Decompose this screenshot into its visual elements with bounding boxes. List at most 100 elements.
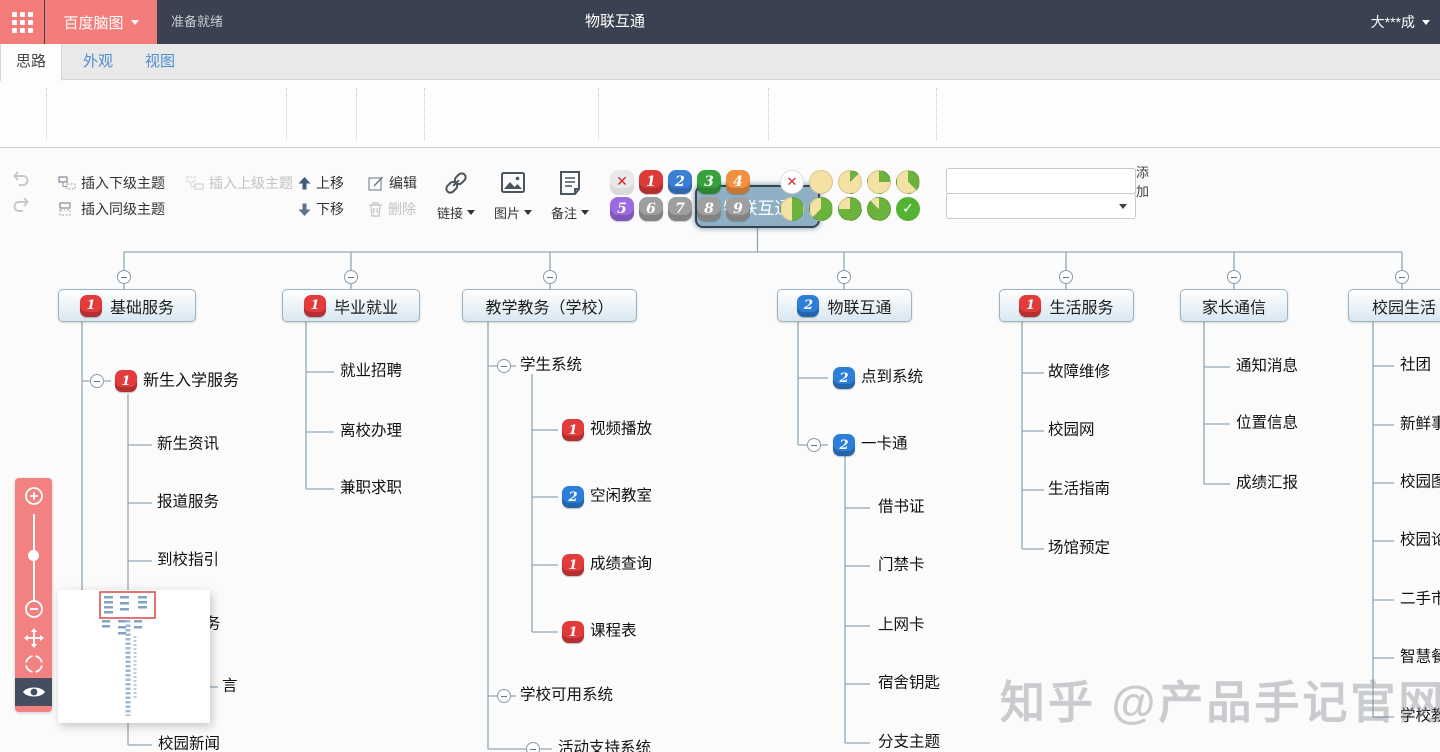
zoom-out-button[interactable] bbox=[15, 599, 52, 619]
progress-6of8-button[interactable] bbox=[838, 197, 862, 221]
priority-4-button[interactable]: 4 bbox=[726, 170, 750, 194]
move-up-button[interactable]: 上移 bbox=[298, 173, 344, 193]
priority-5-button[interactable]: 5 bbox=[610, 197, 634, 221]
collapse-toggle[interactable] bbox=[1395, 270, 1409, 284]
priority-6-button[interactable]: 6 bbox=[639, 197, 663, 221]
add-tag-button[interactable]: 添加 bbox=[1135, 165, 1150, 199]
template-dropdown[interactable] bbox=[946, 193, 1136, 219]
app-grid-button[interactable] bbox=[0, 0, 44, 44]
insert-parent-topic-button[interactable]: 插入上级主题 bbox=[186, 173, 293, 193]
node-shenghuozhinan[interactable]: 生活指南 bbox=[1048, 480, 1111, 498]
priority-9-button[interactable]: 9 bbox=[726, 197, 750, 221]
overview-toggle-button[interactable] bbox=[15, 678, 52, 706]
priority-remove-button[interactable]: ✕ bbox=[610, 170, 634, 194]
collapse-toggle[interactable] bbox=[497, 359, 511, 373]
node-jiaoxuejiaowu[interactable]: 教学教务（学校） bbox=[462, 289, 637, 322]
node-lixiaobanli[interactable]: 离校办理 bbox=[340, 422, 403, 440]
add-tag-input[interactable] bbox=[947, 169, 1135, 193]
node-xuexiaokeyong[interactable]: 学校可用系统 bbox=[520, 686, 614, 704]
minimap-panel[interactable] bbox=[58, 590, 210, 723]
link-button[interactable]: 链接 bbox=[430, 170, 482, 222]
node-xiaoyuanshenghuo[interactable]: 校园生活 bbox=[1348, 289, 1440, 322]
progress-remove-button[interactable]: ✕ bbox=[780, 170, 804, 194]
collapse-toggle[interactable] bbox=[543, 270, 557, 284]
node-baodaofuwu[interactable]: 报道服务 bbox=[157, 493, 220, 511]
mindmap-canvas[interactable] bbox=[0, 148, 1440, 752]
node-kechengbiao[interactable]: 课程表 bbox=[590, 622, 637, 640]
pan-tool-button[interactable] bbox=[15, 627, 52, 649]
tab-idea[interactable]: 思路 bbox=[0, 44, 62, 81]
node-xiaoyuanlun[interactable]: 校园论 bbox=[1400, 531, 1440, 549]
priority-8-button[interactable]: 8 bbox=[697, 197, 721, 221]
tab-appearance[interactable]: 外观 bbox=[82, 53, 113, 70]
progress-1of8-button[interactable] bbox=[838, 170, 862, 194]
node-menjinka[interactable]: 门禁卡 bbox=[878, 556, 925, 574]
node-jiuyezhaopin[interactable]: 就业招聘 bbox=[340, 362, 403, 380]
progress-7of8-button[interactable] bbox=[867, 197, 891, 221]
node-fenzhizhuti[interactable]: 分支主题 bbox=[878, 733, 941, 751]
collapse-toggle[interactable] bbox=[1227, 270, 1241, 284]
insert-sibling-topic-button[interactable]: 插入同级主题 bbox=[58, 199, 165, 219]
collapse-toggle[interactable] bbox=[117, 270, 131, 284]
zoom-slider-thumb[interactable] bbox=[28, 550, 39, 561]
node-jieshuzheng[interactable]: 借书证 bbox=[878, 498, 925, 516]
node-xueshengxitong[interactable]: 学生系统 bbox=[520, 356, 583, 374]
node-sushiyaoshi[interactable]: 宿舍钥匙 bbox=[878, 674, 941, 692]
locate-center-button[interactable] bbox=[15, 653, 52, 675]
user-menu[interactable]: 大***成 bbox=[1371, 0, 1430, 44]
node-xinshengruxue[interactable]: 新生入学服务 bbox=[143, 372, 240, 390]
node-kongxianjiaoshi[interactable]: 空闲教室 bbox=[590, 487, 653, 505]
node-xinshengzixun[interactable]: 新生资讯 bbox=[157, 435, 220, 453]
zoom-in-button[interactable] bbox=[15, 486, 52, 506]
node-shetuan[interactable]: 社团 bbox=[1400, 356, 1432, 374]
image-button[interactable]: 图片 bbox=[487, 170, 539, 222]
node-jianzhiqiuzhi[interactable]: 兼职求职 bbox=[340, 479, 403, 497]
priority-7-button[interactable]: 7 bbox=[668, 197, 692, 221]
node-zhihuican[interactable]: 智慧餐 bbox=[1400, 648, 1440, 666]
node-ershoushi[interactable]: 二手市 bbox=[1400, 590, 1440, 608]
progress-5of8-button[interactable] bbox=[809, 197, 833, 221]
edit-button[interactable]: 编辑 bbox=[368, 173, 417, 193]
node-daoxiaozhiyin[interactable]: 到校指引 bbox=[157, 551, 220, 569]
node-diandaoxitong[interactable]: 点到系统 bbox=[861, 368, 924, 386]
insert-child-topic-button[interactable]: 插入下级主题 bbox=[58, 173, 165, 193]
node-xiaoyuanxinwen[interactable]: 校园新闻 bbox=[158, 735, 221, 752]
tab-view[interactable]: 视图 bbox=[144, 53, 175, 70]
collapse-toggle[interactable] bbox=[1059, 270, 1073, 284]
progress-4of8-button[interactable] bbox=[780, 197, 804, 221]
node-xinxianshi[interactable]: 新鲜事 bbox=[1400, 415, 1440, 433]
collapse-toggle[interactable] bbox=[497, 689, 511, 703]
undo-button[interactable] bbox=[12, 170, 30, 186]
collapse-toggle[interactable] bbox=[807, 438, 821, 452]
node-xuexiaojiao[interactable]: 学校教 bbox=[1400, 707, 1440, 725]
node-tongzhixiaoxi[interactable]: 通知消息 bbox=[1236, 357, 1299, 375]
priority-1-button[interactable]: 1 bbox=[639, 170, 663, 194]
node-guzhangweixiu[interactable]: 故障维修 bbox=[1048, 363, 1111, 381]
node-weizhixinxi[interactable]: 位置信息 bbox=[1236, 414, 1299, 432]
priority-2-button[interactable]: 2 bbox=[668, 170, 692, 194]
node-shipinbofang[interactable]: 视频播放 bbox=[590, 420, 653, 438]
node-wulianhutong[interactable]: 2 物联互通 bbox=[777, 289, 912, 322]
collapse-toggle[interactable] bbox=[837, 270, 851, 284]
node-fragment[interactable]: 言 bbox=[222, 677, 238, 695]
progress-3of8-button[interactable] bbox=[896, 170, 920, 194]
progress-2of8-button[interactable] bbox=[867, 170, 891, 194]
node-huodongzhichi[interactable]: 活动支持系统 bbox=[558, 739, 652, 752]
priority-3-button[interactable]: 3 bbox=[697, 170, 721, 194]
move-down-button[interactable]: 下移 bbox=[298, 199, 344, 219]
note-button[interactable]: 备注 bbox=[544, 170, 596, 222]
progress-done-button[interactable]: ✓ bbox=[896, 197, 920, 221]
node-changguanyuding[interactable]: 场馆预定 bbox=[1048, 539, 1111, 557]
node-shenghuofuwu[interactable]: 1 生活服务 bbox=[999, 289, 1134, 322]
redo-button[interactable] bbox=[12, 196, 30, 212]
node-xiaoyuanwang[interactable]: 校园网 bbox=[1048, 421, 1095, 439]
node-chengjichaxun[interactable]: 成绩查询 bbox=[590, 555, 653, 573]
node-jichufuwu[interactable]: 1 基础服务 bbox=[58, 289, 196, 322]
collapse-toggle[interactable] bbox=[526, 742, 540, 752]
app-menu-button[interactable]: 百度脑图 bbox=[45, 0, 157, 44]
node-xiaoyuantu[interactable]: 校园图 bbox=[1400, 473, 1440, 491]
node-chengjihuibao[interactable]: 成绩汇报 bbox=[1236, 474, 1299, 492]
collapse-toggle[interactable] bbox=[90, 374, 104, 388]
node-yikatong[interactable]: 一卡通 bbox=[861, 435, 908, 453]
node-shangwangka[interactable]: 上网卡 bbox=[878, 616, 925, 634]
